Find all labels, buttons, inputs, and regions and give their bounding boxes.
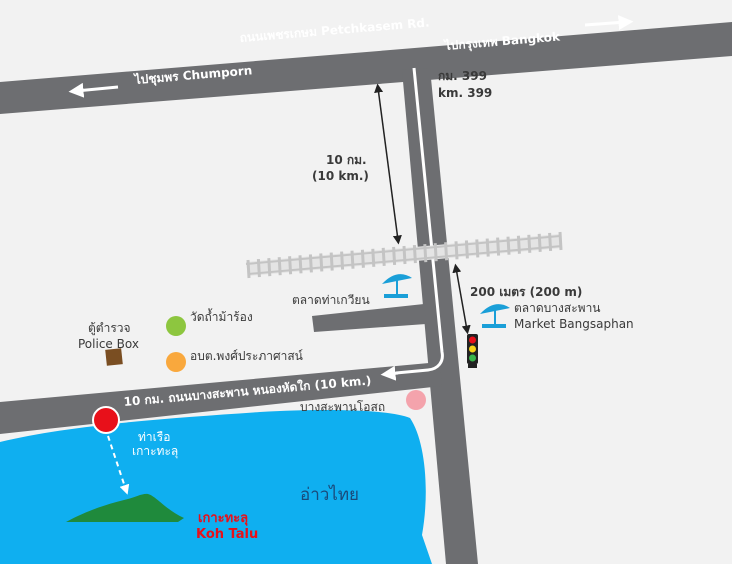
island-label-thai: เกาะทะลุ <box>198 511 248 526</box>
distance-200m: 200 เมตร (200 m) <box>470 285 582 299</box>
market-bangsaphan-en: Market Bangsaphan <box>514 317 634 331</box>
market-umbrella-icon <box>480 304 510 328</box>
railway-tie <box>319 253 324 272</box>
railway-tie <box>516 235 521 254</box>
railway-tie <box>392 246 397 266</box>
railway-tie <box>527 234 532 253</box>
distance-10km-en: (10 km.) <box>312 169 369 183</box>
traffic-light-icon <box>467 334 478 368</box>
railway-tie <box>464 240 469 259</box>
market-umbrella-icon <box>382 274 412 298</box>
railway-tie <box>548 232 553 252</box>
road-petchkasem <box>0 22 732 114</box>
railway-tie <box>360 249 365 268</box>
arrow-left-icon <box>68 82 119 98</box>
market-thakwian-label: ตลาดท่าเกวียน <box>292 293 370 307</box>
road-label-petchkasem: ถนนเพชรเกษม Petchkasem Rd. <box>239 15 430 45</box>
railway-tie <box>444 242 449 261</box>
railway-tie <box>340 251 345 270</box>
temple-marker <box>166 316 186 336</box>
railway-tie <box>246 259 251 279</box>
railway-tie <box>350 250 355 269</box>
distance-arrow-10km <box>374 83 402 245</box>
km-marker-en: km. 399 <box>438 86 492 100</box>
route-arrow-icon <box>380 365 399 381</box>
distance-arrow-200m <box>452 263 471 335</box>
island-koh-talu <box>66 493 184 522</box>
district-office-marker <box>166 352 186 372</box>
km-marker-thai: กม. 399 <box>438 69 487 83</box>
railway-tie <box>423 244 428 263</box>
district-office-label: อบต.พงศ์ประภาศาสน์ <box>190 349 303 363</box>
pier-marker <box>92 406 120 434</box>
railway-tie <box>277 257 282 276</box>
pier-label-line1: ท่าเรือ <box>138 430 170 444</box>
bangsaphan-osot-label: บางสะพานโอสถ <box>300 400 385 414</box>
road-thakwian <box>312 304 426 332</box>
railway-tie <box>402 245 407 265</box>
railway-tie <box>558 231 563 251</box>
railway-tie <box>256 258 261 278</box>
gulf-label: อ่าวไทย <box>300 484 359 505</box>
bangsaphan-osot-marker <box>406 390 426 410</box>
ferry-route <box>107 435 130 495</box>
railway-tie <box>329 252 334 271</box>
temple-label: วัดถ้ำม้าร้อง <box>190 308 253 324</box>
island-label-en: Koh Talu <box>196 527 258 542</box>
railway-tie <box>371 248 376 267</box>
road-vertical <box>402 68 478 564</box>
railway-tie <box>308 254 313 273</box>
railway-tie <box>267 258 272 277</box>
railway-tie <box>433 243 438 262</box>
railway-tie <box>412 244 417 264</box>
railway-tie <box>475 239 480 258</box>
police-box-icon <box>105 348 123 366</box>
railway-tie <box>298 255 303 274</box>
distance-10km-thai: 10 กม. <box>326 153 367 167</box>
railway-tie <box>496 237 501 256</box>
police-box-en: Police Box <box>78 337 139 351</box>
route-line <box>395 67 444 375</box>
railway-tie <box>506 236 511 255</box>
railway <box>245 231 563 279</box>
railway-tie <box>537 233 542 252</box>
police-box-thai: ตู้ตำรวจ <box>88 321 131 336</box>
arrow-right-icon <box>584 15 634 31</box>
railway-tie <box>454 241 459 260</box>
market-bangsaphan-thai: ตลาดบางสะพาน <box>514 301 601 315</box>
pier-label-line2: เกาะทะลุ <box>132 444 178 459</box>
sea-area <box>0 410 432 564</box>
railway-tie <box>381 247 386 266</box>
railway-tie <box>485 238 490 257</box>
railway-tie <box>288 256 293 275</box>
